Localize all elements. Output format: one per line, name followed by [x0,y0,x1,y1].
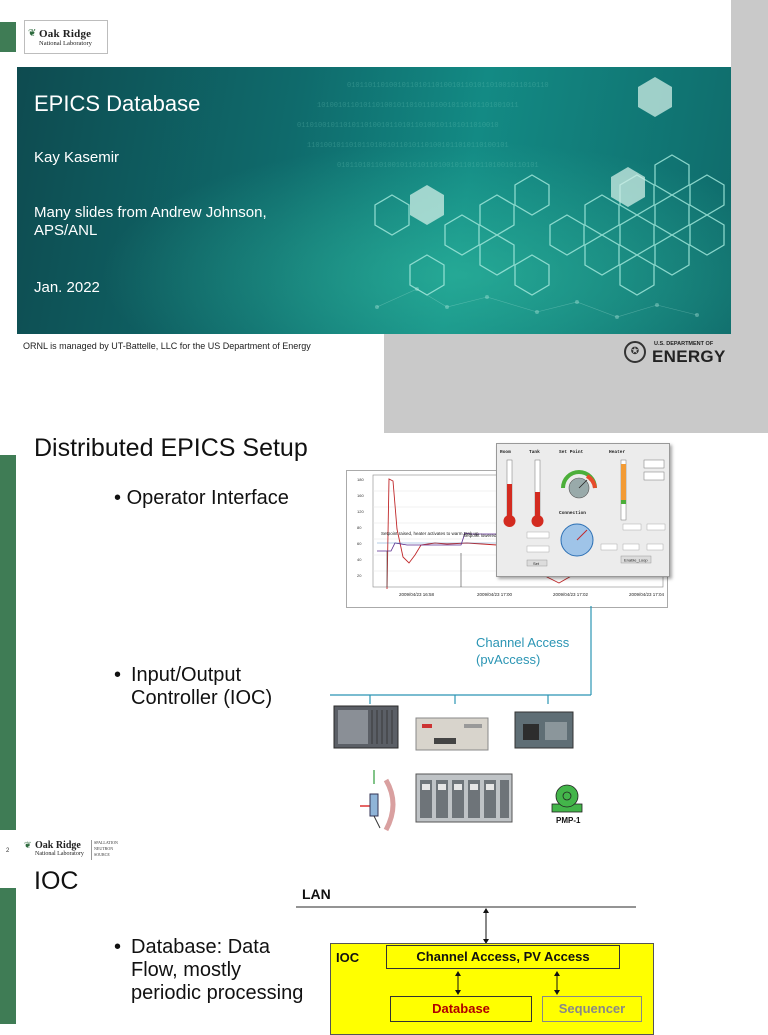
sequencer-box: Sequencer [542,996,642,1022]
ornl-logo-line1: Oak Ridge [35,840,81,851]
svg-text:160: 160 [357,493,364,498]
presentation-date: Jan. 2022 [34,279,100,296]
plot-time-tick: 2009/04/23 17:04 [629,592,665,597]
panel-header-heater: Heater [609,449,626,455]
panel-set-button-label: Set [533,561,540,566]
svg-text:40: 40 [357,557,362,562]
bullet-operator-interface: • Operator Interface [114,487,289,510]
svg-text:180: 180 [357,477,364,482]
pump-label: PMP-1 [556,816,581,825]
svg-text:010110101101001011010110100101: 0101101011010010110101101001011010110100… [337,162,539,170]
pump-icon: PMP-1 [551,784,583,825]
sns-line3: SOURCE [94,852,110,857]
desktop-computer-image [415,717,489,751]
ornl-leaf-icon: ❦ [28,28,37,39]
control-panel-screenshot: Room Tank Set Point Heater Connection [496,443,670,577]
bullet-text: Database: Data Flow, mostly periodic pro… [131,936,304,1004]
ornl-logo-line2: National Laboratory [39,40,92,47]
lan-label: LAN [302,886,331,902]
bullet-text: Input/Output Controller (IOC) [131,664,273,709]
hexagon-pattern-graphic: 0101101101001011010110100101101011010010… [17,67,731,334]
ornl-logo-line2: National Laboratory [35,851,84,857]
panel-enable-loop-button[interactable] [620,555,652,564]
channel-access-box: Channel Access, PV Access [386,945,620,969]
panel-header-room: Room [500,449,511,455]
slide3-accent-bar [0,888,16,1024]
presentation-title: EPICS Database [34,91,201,116]
panel-header-tank: Tank [529,449,540,455]
bullet-dot: • [114,487,127,509]
svg-text:80: 80 [357,525,362,530]
svg-text:101001011010110100101101011010: 1010010110101101001011010110100101101011… [317,102,519,110]
svg-text:60: 60 [357,541,362,546]
slide-background-panel [384,334,768,433]
slide1-accent-bar [0,22,16,52]
plc-rack-image [415,773,513,823]
ioc-internal-arrows [455,971,560,995]
svg-text:110100101101011010010110101101: 1101001011010110100101101011010010110101… [307,142,509,150]
vme-crate-image [333,705,399,749]
title-banner: 0101101101001011010110100101101011010010… [17,67,731,334]
doe-logo: ✪ U.S. DEPARTMENT OF ENERGY [624,340,730,366]
database-box: Database [390,996,532,1022]
slide-number: 2 [6,848,10,854]
slide2-accent-bar [0,455,16,830]
plot-annotation-raised: Setpoint raised, heater activates to war… [381,531,479,536]
plot-time-tick: 2009/04/23 17:02 [553,592,589,597]
ornl-logo-line1: Oak Ridge [39,28,92,40]
plot-time-tick: 2009/04/23 16:58 [399,592,435,597]
controller-module-image [514,711,574,749]
sensor-device-image [360,770,396,832]
logo-divider [91,840,92,860]
svg-text:010110110100101101011010010110: 0101101101001011010110100101101011010010… [347,82,549,90]
panel-section-connection: Connection [559,510,586,516]
ioc-diagram-lines [296,906,636,944]
svg-text:20: 20 [357,573,362,578]
svg-text:011010010110101101001011010110: 0110100101101011010010110101101001011010… [297,122,499,130]
panel-set-button[interactable] [526,559,548,567]
doe-seal-icon: ✪ [624,341,646,363]
ornl-logo: ❦ Oak Ridge National Laboratory [24,20,108,54]
channel-access-line1: Channel Access [476,635,570,650]
sns-line2: NEUTRON [94,846,114,851]
doe-logo-big: ENERGY [652,347,726,366]
network-lines [330,606,592,704]
ioc-label: IOC [336,950,360,965]
panel-header-setpoint: Set Point [559,449,584,455]
channel-access-line2: (pvAccess) [476,652,541,667]
slide3-title: IOC [34,867,79,895]
author-name: Kay Kasemir [34,149,120,166]
credit-text: Many slides from Andrew Johnson, APS/ANL [34,204,267,239]
control-panel-graphic: Room Tank Set Point Heater Connection [500,449,666,567]
bullet-dot: • [114,936,122,958]
bullet-ioc: • Input/Output Controller (IOC) [114,664,314,710]
ornl-footer-text: ORNL is managed by UT-Battelle, LLC for … [23,341,311,351]
bullet-text: Operator Interface [126,487,289,509]
svg-text:120: 120 [357,509,364,514]
sns-line1: SPALLATION [94,840,118,845]
panel-enable-loop-label: Enable_Loop [624,558,648,563]
slide2-title: Distributed EPICS Setup [34,434,308,462]
bullet-database: • Database: Data Flow, mostly periodic p… [114,936,304,1005]
channel-access-label: Channel Access (pvAccess) [476,634,569,668]
doe-logo-small: U.S. DEPARTMENT OF [654,341,714,347]
ornl-leaf-icon: ❦ [24,840,32,850]
ornl-sns-logo: ❦ Oak Ridge National Laboratory SPALLATI… [24,840,128,862]
plot-time-tick: 2009/04/23 17:00 [477,592,513,597]
bullet-dot: • [114,664,122,686]
